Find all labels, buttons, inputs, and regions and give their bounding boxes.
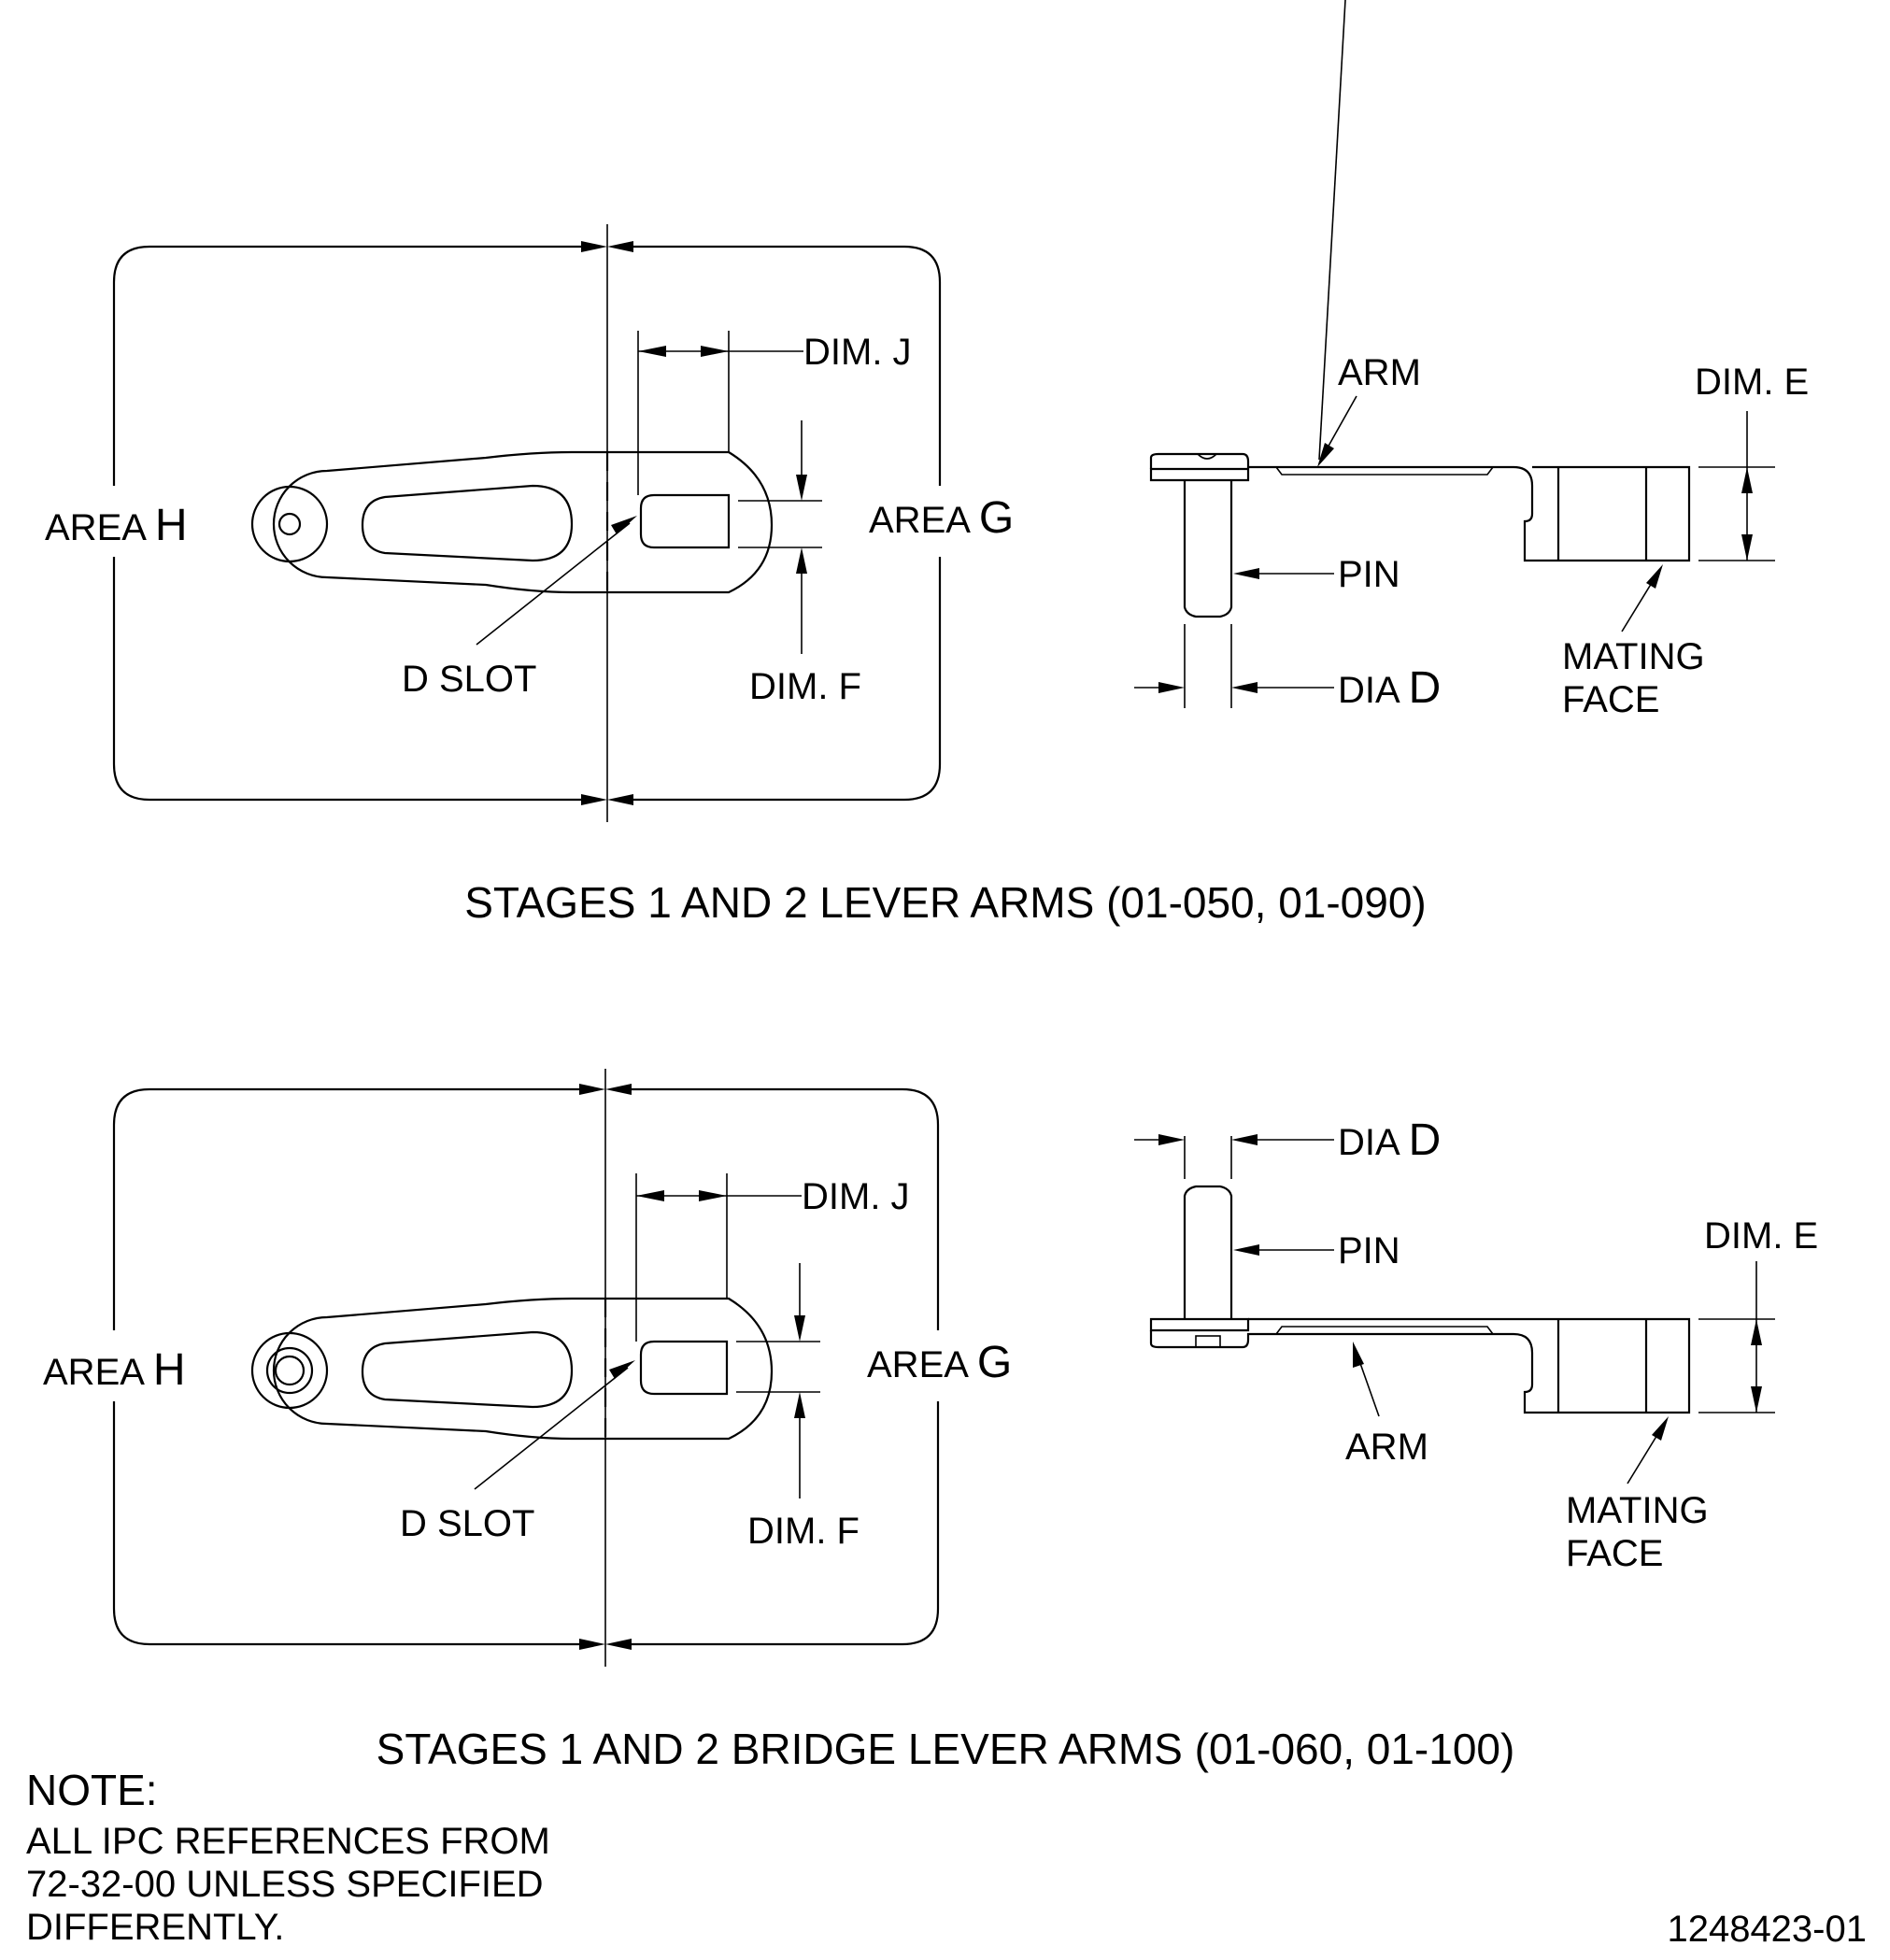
bottom-area-frame bbox=[112, 1087, 940, 1646]
bottom-e-arrow bbox=[1751, 1319, 1762, 1345]
bottom-d-slot-leader bbox=[474, 1367, 629, 1490]
bottom-lightening-slot bbox=[361, 1330, 574, 1409]
bottom-area-g-label: AREA G bbox=[867, 1338, 1012, 1387]
bottom-frame-arrow bbox=[579, 1084, 605, 1095]
top-f-arrow bbox=[796, 475, 807, 501]
top-f-arrow bbox=[796, 547, 807, 574]
bottom-area-h-label: AREA H bbox=[43, 1345, 186, 1395]
top-pivot-hole bbox=[277, 512, 302, 536]
top-mating-label-2: FACE bbox=[1562, 679, 1659, 720]
note-line-3: DIFFERENTLY. bbox=[26, 1907, 284, 1948]
bottom-d-slot bbox=[639, 1340, 729, 1396]
top-d-slot-leader bbox=[476, 522, 631, 646]
top-d-slot-label: D SLOT bbox=[402, 659, 536, 700]
bottom-arm-web bbox=[1275, 1326, 1494, 1335]
top-dim-e-label: DIM. E bbox=[1695, 362, 1809, 403]
top-pin bbox=[1183, 480, 1233, 618]
bottom-pin-head-slot bbox=[1195, 1335, 1221, 1348]
top-mating-label-1: MATING bbox=[1562, 636, 1705, 677]
top-pin-head-slot bbox=[1197, 453, 1217, 460]
top-d-slot bbox=[639, 493, 731, 549]
bottom-dia-arrow bbox=[1158, 1134, 1185, 1145]
top-area-g-label: AREA G bbox=[869, 493, 1014, 543]
bottom-pivot-hole bbox=[274, 1355, 306, 1386]
top-e-arrow bbox=[1741, 534, 1753, 561]
top-e-arrow bbox=[1741, 467, 1753, 493]
bottom-f-arrow bbox=[794, 1392, 805, 1418]
bottom-j-arrow bbox=[636, 1190, 664, 1201]
top-pivot-circle bbox=[250, 485, 329, 563]
top-frame-arrow bbox=[581, 794, 607, 805]
top-dia-arrow bbox=[1231, 682, 1258, 693]
top-area-frame bbox=[112, 245, 942, 802]
top-pin-label: PIN bbox=[1338, 554, 1400, 595]
top-dia-d-label: DIA D bbox=[1338, 663, 1441, 713]
bottom-pin-head bbox=[1149, 1317, 1250, 1332]
bottom-arm-arrow bbox=[1353, 1342, 1364, 1368]
bottom-e-arrow bbox=[1751, 1386, 1762, 1413]
bottom-f-arrow bbox=[794, 1315, 805, 1342]
bottom-arm-label: ARM bbox=[1345, 1427, 1428, 1468]
bottom-dim-j-label: DIM. J bbox=[802, 1176, 910, 1217]
bottom-pin-label: PIN bbox=[1338, 1230, 1400, 1271]
bottom-lever-arm-outline bbox=[272, 1297, 774, 1441]
top-caption: STAGES 1 AND 2 LEVER ARMS (01-050, 01-09… bbox=[464, 878, 1427, 927]
bottom-dia-d-label: DIA D bbox=[1338, 1115, 1441, 1165]
top-arm-web bbox=[1275, 466, 1494, 476]
top-frame-arrow bbox=[581, 241, 607, 252]
bottom-pin bbox=[1183, 1185, 1233, 1319]
top-j-arrow bbox=[638, 346, 666, 357]
bottom-dim-f-label: DIM. F bbox=[747, 1511, 860, 1552]
top-frame-arrow bbox=[607, 241, 633, 252]
bottom-j-arrow bbox=[699, 1190, 727, 1201]
top-side-arm-outline bbox=[1149, 452, 1691, 562]
bottom-pin-arrow bbox=[1233, 1244, 1259, 1256]
bottom-mating-label-1: MATING bbox=[1566, 1490, 1709, 1531]
top-arm-label: ARM bbox=[1338, 352, 1421, 393]
bottom-pivot-circle bbox=[250, 1331, 329, 1410]
bottom-view: DIM. J DIM. F D SLOT AREA H AREA G ARM P… bbox=[43, 1069, 1818, 1773]
top-view: DIM. J DIM. F D SLOT AREA H AREA G ARM P… bbox=[45, 0, 1809, 927]
top-lightening-slot bbox=[361, 484, 574, 562]
bottom-d-slot-label: D SLOT bbox=[400, 1503, 534, 1544]
note-line-1: ALL IPC REFERENCES FROM bbox=[26, 1821, 550, 1862]
top-arm-leader bbox=[1318, 0, 1346, 461]
bottom-mating-label-2: FACE bbox=[1566, 1533, 1663, 1574]
bottom-caption: STAGES 1 AND 2 BRIDGE LEVER ARMS (01-060… bbox=[377, 1725, 1515, 1773]
note-block: NOTE: ALL IPC REFERENCES FROM 72-32-00 U… bbox=[26, 1766, 550, 1948]
top-pin-head bbox=[1149, 467, 1250, 482]
bottom-d-slot-arrow bbox=[609, 1360, 635, 1379]
top-frame-arrow bbox=[607, 794, 633, 805]
note-heading: NOTE: bbox=[26, 1766, 158, 1814]
note-line-2: 72-32-00 UNLESS SPECIFIED bbox=[26, 1864, 544, 1905]
bottom-frame-arrow bbox=[605, 1084, 632, 1095]
top-dim-j-label: DIM. J bbox=[803, 332, 912, 373]
drawing-number: 1248423-01 bbox=[1667, 1909, 1867, 1950]
top-pin-arrow bbox=[1233, 568, 1259, 579]
top-dim-f-label: DIM. F bbox=[749, 666, 861, 707]
bottom-dia-arrow bbox=[1231, 1134, 1258, 1145]
bottom-pivot-bushing bbox=[265, 1346, 314, 1395]
top-dia-arrow bbox=[1158, 682, 1185, 693]
top-area-h-label: AREA H bbox=[45, 501, 188, 550]
bottom-frame-arrow bbox=[605, 1639, 632, 1650]
top-lever-arm-outline bbox=[272, 450, 774, 594]
bottom-mating-arrow bbox=[1652, 1416, 1669, 1441]
bottom-dim-e-label: DIM. E bbox=[1704, 1215, 1818, 1257]
top-mating-arrow bbox=[1646, 564, 1663, 589]
top-j-arrow bbox=[701, 346, 729, 357]
bottom-frame-arrow bbox=[579, 1639, 605, 1650]
top-arm-arrow bbox=[1317, 443, 1334, 467]
bottom-side-arm-outline bbox=[1149, 1317, 1691, 1414]
top-d-slot-arrow bbox=[611, 516, 637, 534]
